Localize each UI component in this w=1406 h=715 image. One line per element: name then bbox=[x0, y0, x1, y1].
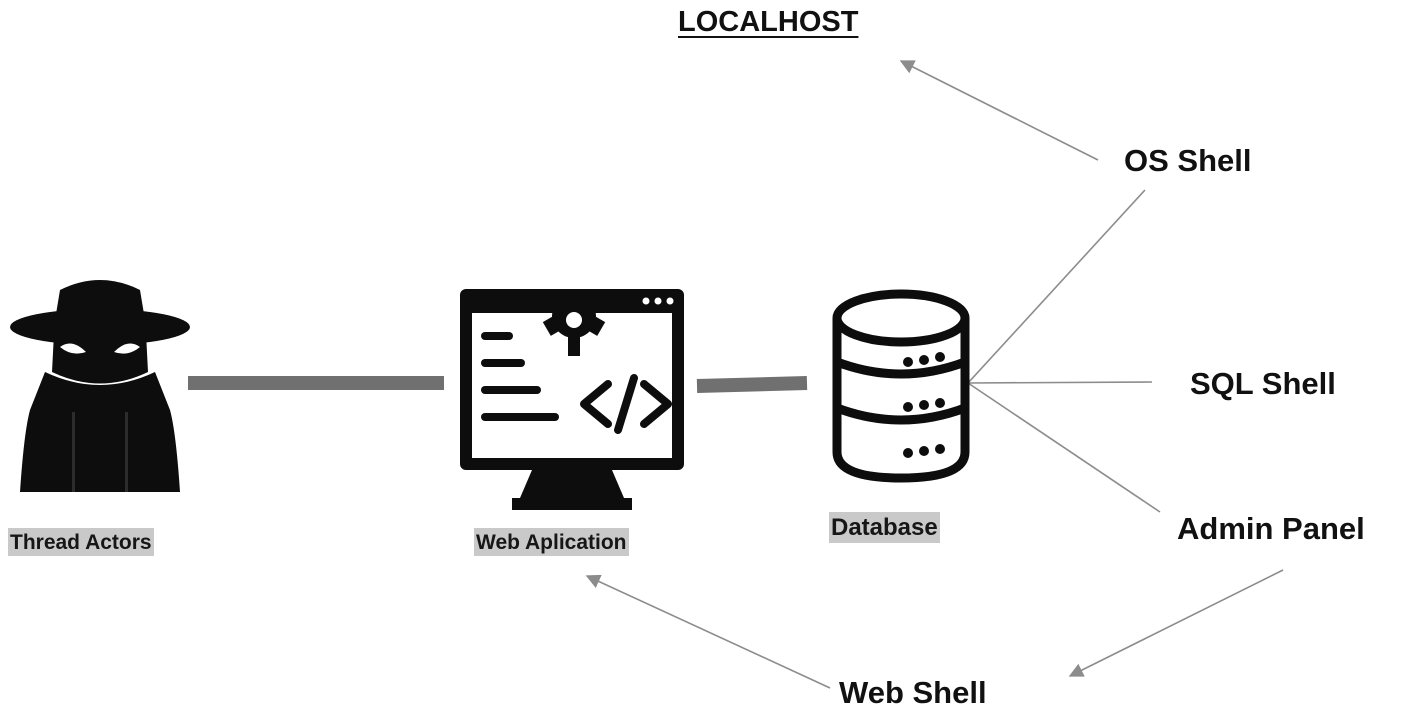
hooded-hacker-icon bbox=[10, 280, 190, 492]
os-shell-label: OS Shell bbox=[1124, 143, 1252, 178]
sql-shell-label: SQL Shell bbox=[1190, 366, 1336, 401]
database-stack-icon bbox=[832, 289, 970, 483]
threat-actors-caption: Thread Actors bbox=[8, 528, 154, 556]
database-caption: Database bbox=[829, 512, 940, 543]
admin-panel-to-web-shell-arrow bbox=[1068, 569, 1284, 677]
web-application-caption: Web Aplication bbox=[474, 528, 629, 556]
database-to-sql-shell-line bbox=[967, 381, 1153, 384]
database-to-admin-panel-line bbox=[967, 382, 1161, 513]
monitor-code-gear-icon bbox=[460, 289, 684, 510]
web-shell-label: Web Shell bbox=[839, 675, 987, 710]
os-shell-to-localhost-arrow bbox=[899, 60, 1099, 161]
localhost-title: LOCALHOST bbox=[678, 6, 859, 38]
admin-panel-label: Admin Panel bbox=[1177, 511, 1365, 546]
web-shell-to-webapp-arrow bbox=[585, 574, 831, 689]
database-to-os-shell-line bbox=[967, 189, 1146, 384]
webapp-to-database-connector bbox=[696, 376, 808, 393]
